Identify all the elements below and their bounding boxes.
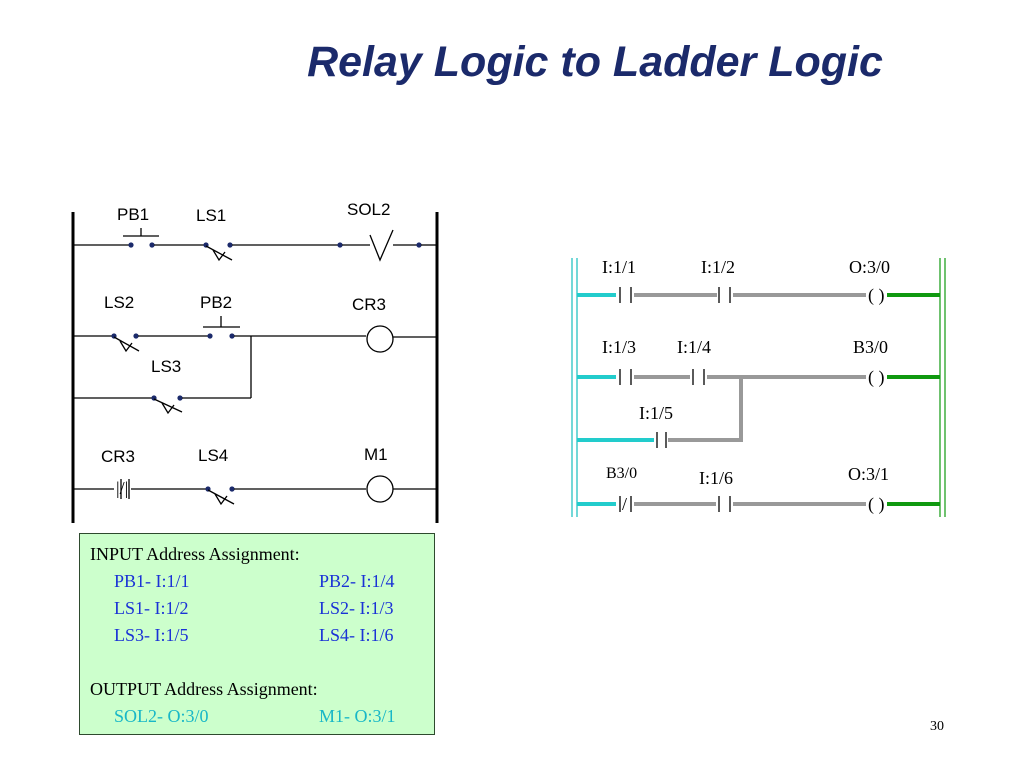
ladder-rung-1 xyxy=(577,287,940,303)
label-pb2: PB2 xyxy=(200,293,232,312)
sol2-symbol xyxy=(337,229,422,262)
address-assignment-box: INPUT Address Assignment: PB1- I:1/1 PB2… xyxy=(79,533,435,735)
label-ls3: LS3 xyxy=(151,357,181,376)
input-row: LS3- I:1/5 LS4- I:1/6 xyxy=(90,622,434,649)
label-cr3-coil: CR3 xyxy=(352,295,386,314)
ladder-nc-slash: / xyxy=(622,494,627,514)
ls4-limit-switch-symbol xyxy=(205,486,235,506)
ladder-left-rail xyxy=(571,258,578,517)
relay-rung-3 xyxy=(73,475,437,506)
relay-rung-1 xyxy=(73,228,437,262)
cr3-coil-symbol xyxy=(366,325,394,353)
output-m1: M1- O:3/1 xyxy=(319,706,396,726)
ladder-label-b30-contact: B3/0 xyxy=(606,465,637,482)
ladder-rung-2 xyxy=(577,369,940,448)
input-row: PB1- I:1/1 PB2- I:1/4 xyxy=(90,568,434,595)
input-header: INPUT Address Assignment: xyxy=(90,544,300,564)
label-ls4: LS4 xyxy=(198,446,228,465)
page-number: 30 xyxy=(930,719,944,734)
ladder-diagram xyxy=(571,258,946,517)
output-row: SOL2- O:3/0 M1- O:3/1 xyxy=(90,703,434,730)
pb2-pushbutton-symbol xyxy=(203,316,240,339)
ladder-right-rail xyxy=(939,258,946,517)
cr3-contact-symbol xyxy=(120,479,130,499)
ladder-coil-o31: ( ) xyxy=(868,494,885,515)
input-ls4: LS4- I:1/6 xyxy=(319,625,394,645)
ladder-label-o30: O:3/0 xyxy=(849,257,890,277)
ls2-limit-switch-symbol xyxy=(111,333,140,353)
input-row: LS1- I:1/2 LS2- I:1/3 xyxy=(90,595,434,622)
ladder-coil-o30: ( ) xyxy=(868,285,885,306)
relay-diagram xyxy=(71,212,439,523)
label-ls2: LS2 xyxy=(104,293,134,312)
input-ls3: LS3- I:1/5 xyxy=(114,625,189,645)
slide-title: Relay Logic to Ladder Logic xyxy=(307,38,883,86)
ladder-label-o31: O:3/1 xyxy=(848,464,889,484)
output-sol2: SOL2- O:3/0 xyxy=(114,706,209,726)
output-header: OUTPUT Address Assignment: xyxy=(90,679,318,699)
pb1-pushbutton-symbol xyxy=(105,228,172,248)
ladder-coil-b30: ( ) xyxy=(868,367,885,388)
ladder-label-i15: I:1/5 xyxy=(639,403,673,423)
label-pb1: PB1 xyxy=(117,205,149,224)
ladder-label-i16: I:1/6 xyxy=(699,468,733,488)
input-ls2: LS2- I:1/3 xyxy=(319,598,394,618)
ladder-label-i13: I:1/3 xyxy=(602,337,636,357)
ladder-label-i12: I:1/2 xyxy=(701,257,735,277)
input-pb2: PB2- I:1/4 xyxy=(319,571,395,591)
ladder-rung-3 xyxy=(577,496,940,512)
ls1-limit-switch-symbol xyxy=(203,242,233,262)
label-cr3-contact: CR3 xyxy=(101,447,135,466)
ladder-label-b30: B3/0 xyxy=(853,337,888,357)
spacer xyxy=(90,649,434,676)
relay-rung-2 xyxy=(73,316,437,415)
input-pb1: PB1- I:1/1 xyxy=(114,571,190,591)
cr3-contact-slash: |/| xyxy=(116,478,129,498)
label-ls1: LS1 xyxy=(196,206,226,225)
ladder-label-i11: I:1/1 xyxy=(602,257,636,277)
label-m1: M1 xyxy=(364,445,388,464)
label-sol2: SOL2 xyxy=(347,200,390,219)
ls3-limit-switch-symbol xyxy=(151,395,183,415)
ladder-label-i14: I:1/4 xyxy=(677,337,711,357)
input-ls1: LS1- I:1/2 xyxy=(114,598,189,618)
m1-coil-symbol xyxy=(366,475,394,503)
